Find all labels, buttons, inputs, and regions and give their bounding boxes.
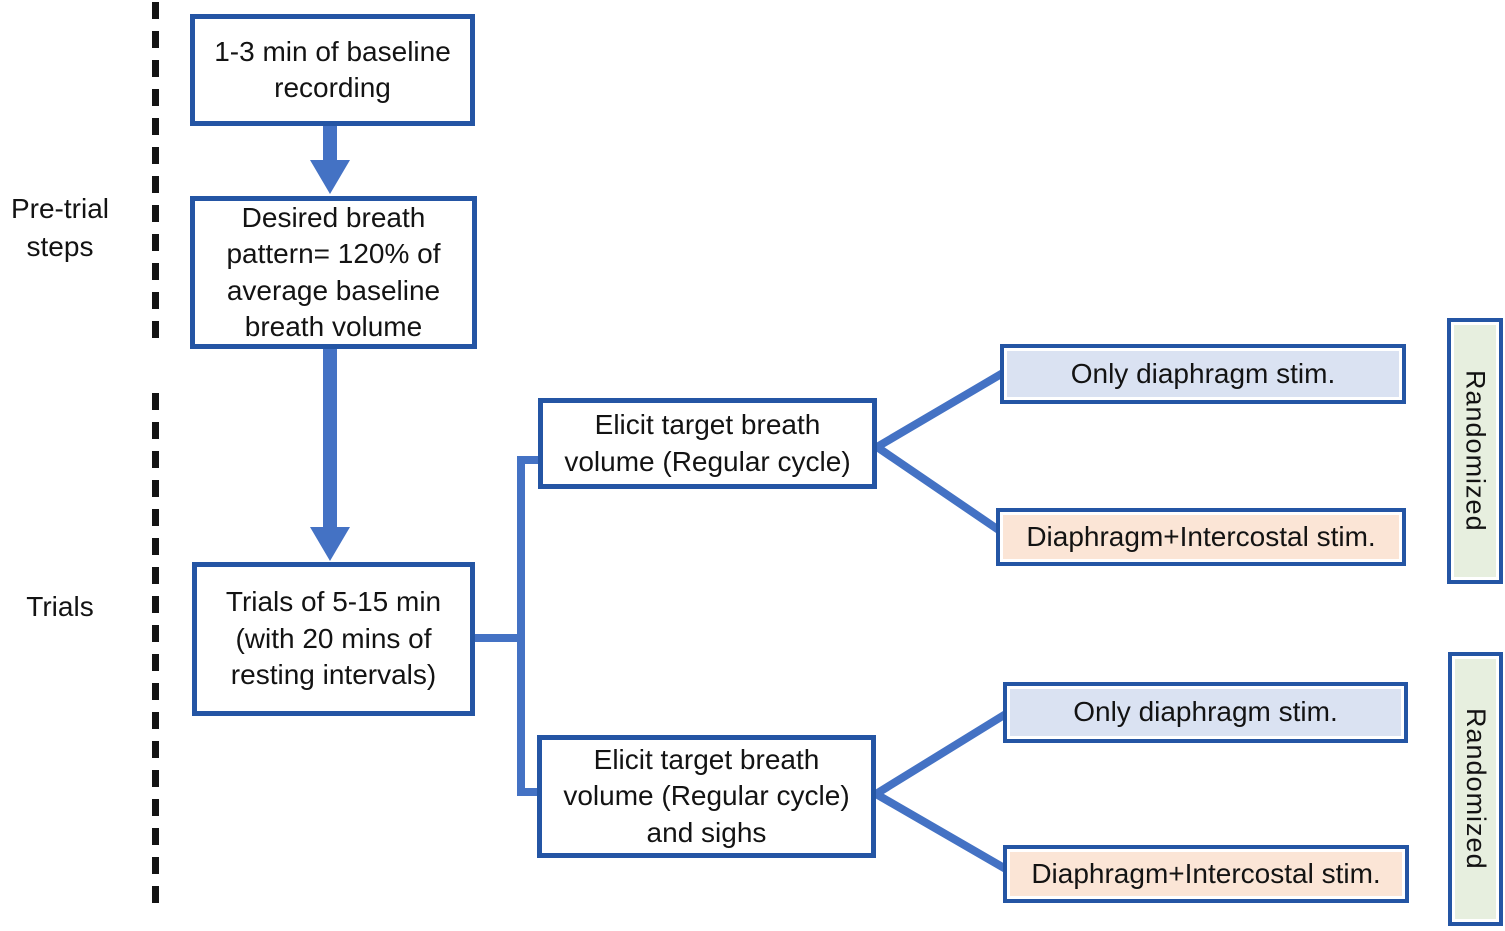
section-divider-dashed-line (152, 2, 159, 349)
node-randomized-top: Randomized (1447, 318, 1503, 584)
down-arrow-icon (310, 125, 350, 194)
node-randomized-bottom: Randomized (1448, 652, 1503, 926)
down-arrow-icon (310, 348, 350, 561)
section-label-pretrial-steps: Pre-trial steps (10, 193, 109, 262)
branch-connector-bottom (868, 708, 1014, 876)
node-only-diaphragm-stim-top: Only diaphragm stim. (1000, 344, 1406, 404)
branch-connector-top (869, 366, 1011, 539)
node-diaphragm-intercostal-stim-top: Diaphragm+Intercostal stim. (996, 508, 1406, 566)
node-baseline-recording: 1-3 min of baseline recording (190, 14, 475, 126)
node-elicit-regular-cycle: Elicit target breath volume (Regular cyc… (538, 398, 877, 489)
elbow-connector (470, 456, 542, 796)
section-label-trials: Trials (26, 591, 94, 622)
node-desired-breath-pattern: Desired breath pattern= 120% of average … (190, 196, 477, 349)
node-only-diaphragm-stim-bottom: Only diaphragm stim. (1003, 682, 1408, 743)
section-divider-dashed-line (152, 393, 159, 910)
node-diaphragm-intercostal-stim-bottom: Diaphragm+Intercostal stim. (1003, 845, 1409, 903)
node-trials-duration: Trials of 5-15 min (with 20 mins of rest… (192, 562, 475, 716)
node-elicit-regular-cycle-and-sighs: Elicit target breath volume (Regular cyc… (537, 735, 876, 858)
